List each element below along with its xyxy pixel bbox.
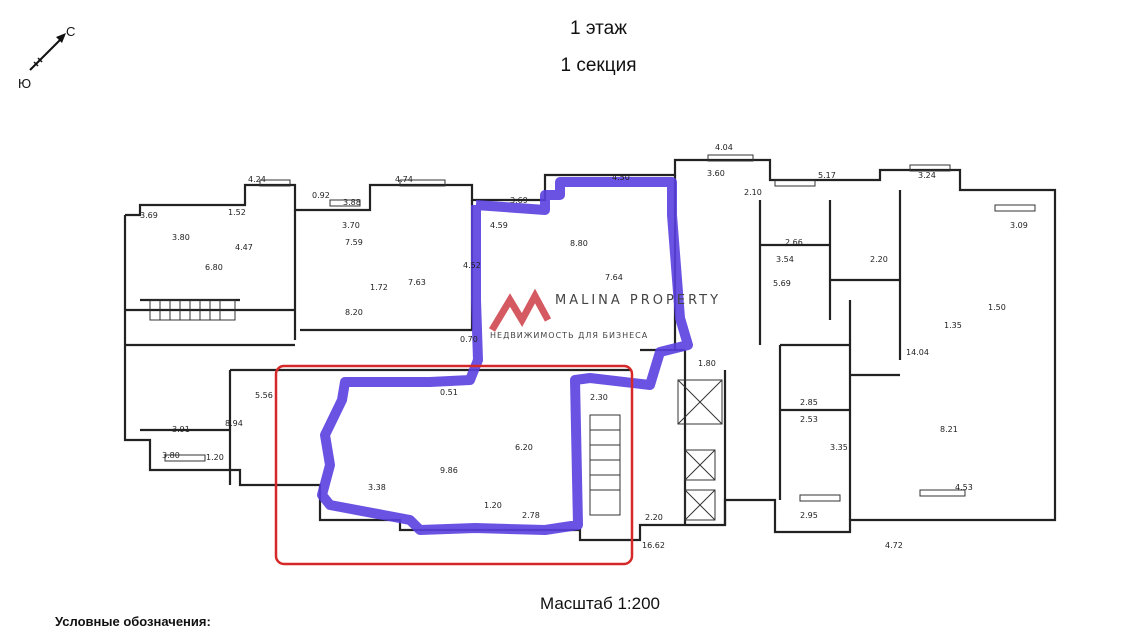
dimension-labels: 4.24 1.52 4.47 6.80 3.80 3.69 4.74 3.88 …	[140, 143, 1028, 550]
dim-label: 5.69	[773, 279, 791, 288]
dim-label: 1.72	[370, 283, 388, 292]
dim-label: 3.80	[172, 233, 190, 242]
watermark-tagline: НЕДВИЖИМОСТЬ ДЛЯ БИЗНЕСА	[490, 331, 648, 340]
dim-label: 3.69	[140, 211, 158, 220]
dim-label: 8.94	[225, 419, 243, 428]
dim-label: 2.95	[800, 511, 818, 520]
dim-label: 3.88	[343, 198, 361, 207]
dim-label: 1.80	[698, 359, 716, 368]
compass-arrow-icon	[29, 33, 66, 71]
dim-label: 14.04	[906, 348, 929, 357]
dim-label: 6.80	[205, 263, 223, 272]
dim-label: 8.80	[570, 239, 588, 248]
watermark: MALINA PROPERTY НЕДВИЖИМОСТЬ ДЛЯ БИЗНЕСА	[488, 288, 721, 340]
dim-label: 3.69	[510, 196, 528, 205]
dim-label: 2.20	[870, 255, 888, 264]
dim-label: 3.70	[342, 221, 360, 230]
dim-label: 3.35	[830, 443, 848, 452]
dim-label: 4.04	[715, 143, 733, 152]
dim-label: 1.35	[944, 321, 962, 330]
floor-title: 1 этаж	[570, 18, 627, 39]
compass-north-label: С	[66, 24, 76, 39]
dim-label: 1.20	[484, 501, 502, 510]
dim-label: 3.24	[918, 171, 936, 180]
dim-label: 5.56	[255, 391, 273, 400]
dim-label: 2.78	[522, 511, 540, 520]
dim-label: 3.80	[162, 451, 180, 460]
dim-label: 4.72	[885, 541, 903, 550]
dim-label: 7.63	[408, 278, 426, 287]
watermark-brand: MALINA PROPERTY	[555, 293, 721, 308]
section-title: 1 секция	[560, 55, 637, 76]
watermark-logo-icon	[488, 288, 552, 332]
dim-label: 3.09	[1010, 221, 1028, 230]
dim-label: 4.47	[235, 243, 253, 252]
scale-label: Масштаб 1:200	[540, 594, 660, 613]
dim-label: 4.52	[463, 261, 481, 270]
dim-label: 4.24	[248, 175, 266, 184]
dim-label: 2.66	[785, 238, 803, 247]
dim-label: 16.62	[642, 541, 665, 550]
dim-label: 4.50	[612, 173, 630, 182]
compass-south-label: Ю	[18, 76, 32, 91]
dim-label: 3.38	[368, 483, 386, 492]
legend-title: Условные обозначения:	[55, 614, 211, 629]
dim-label: 2.30	[590, 393, 608, 402]
dim-label: 0.92	[312, 191, 330, 200]
dim-label: 2.85	[800, 398, 818, 407]
dim-label: 7.59	[345, 238, 363, 247]
dim-label: 1.52	[228, 208, 246, 217]
plan-details	[149, 154, 1036, 521]
dim-label: 3.91	[172, 425, 190, 434]
dim-label: 1.50	[988, 303, 1006, 312]
dim-label: 1.20	[206, 453, 224, 462]
dim-label: 0.51	[440, 388, 458, 397]
compass: С Ю	[14, 22, 84, 92]
dim-label: 7.64	[605, 273, 623, 282]
dim-label: 2.53	[800, 415, 818, 424]
dim-label: 4.53	[955, 483, 973, 492]
dim-label: 3.54	[776, 255, 794, 264]
dim-label: 6.20	[515, 443, 533, 452]
dim-label: 8.20	[345, 308, 363, 317]
dim-label: 0.70	[460, 335, 478, 344]
highlight-box	[274, 364, 634, 566]
dim-label: 8.21	[940, 425, 958, 434]
dim-label: 5.17	[818, 171, 836, 180]
selected-area-outline	[317, 177, 693, 535]
dim-label: 4.74	[395, 175, 413, 184]
dim-label: 9.86	[440, 466, 458, 475]
dim-label: 4.59	[490, 221, 508, 230]
dim-label: 2.20	[645, 513, 663, 522]
dim-label: 3.60	[707, 169, 725, 178]
dim-label: 2.10	[744, 188, 762, 197]
